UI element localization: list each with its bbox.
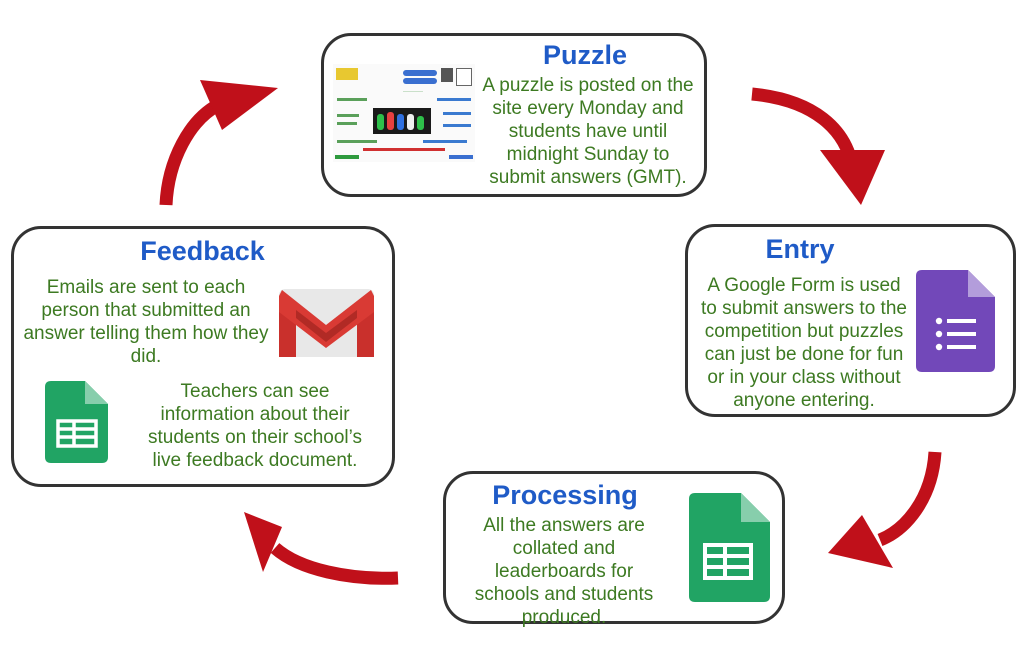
arrowhead-puzzle xyxy=(200,80,278,130)
entry-title: Entry xyxy=(765,234,835,264)
feedback-teacher-description: Teachers can see information about their… xyxy=(147,381,363,471)
puzzle-description: A puzzle is posted on the site every Mon… xyxy=(482,75,694,188)
puzzle-title: Puzzle xyxy=(542,40,628,70)
feedback-email-description: Emails are sent to each person that subm… xyxy=(23,277,269,367)
arrowhead-feedback xyxy=(244,512,282,572)
arrow-entry-to-processing xyxy=(877,451,942,547)
processing-description: All the answers are collated and leaderb… xyxy=(474,515,654,628)
arrowhead-entry xyxy=(820,150,885,205)
processing-title: Processing xyxy=(492,480,638,510)
arrow-processing-to-feedback xyxy=(270,542,399,585)
arrowhead-processing xyxy=(828,515,893,568)
feedback-title: Feedback xyxy=(140,236,265,266)
arrow-feedback-to-puzzle xyxy=(159,99,222,206)
entry-description: A Google Form is used to submit answers … xyxy=(701,275,907,411)
puzzle-sheet-thumbnail: ————— xyxy=(333,64,475,162)
